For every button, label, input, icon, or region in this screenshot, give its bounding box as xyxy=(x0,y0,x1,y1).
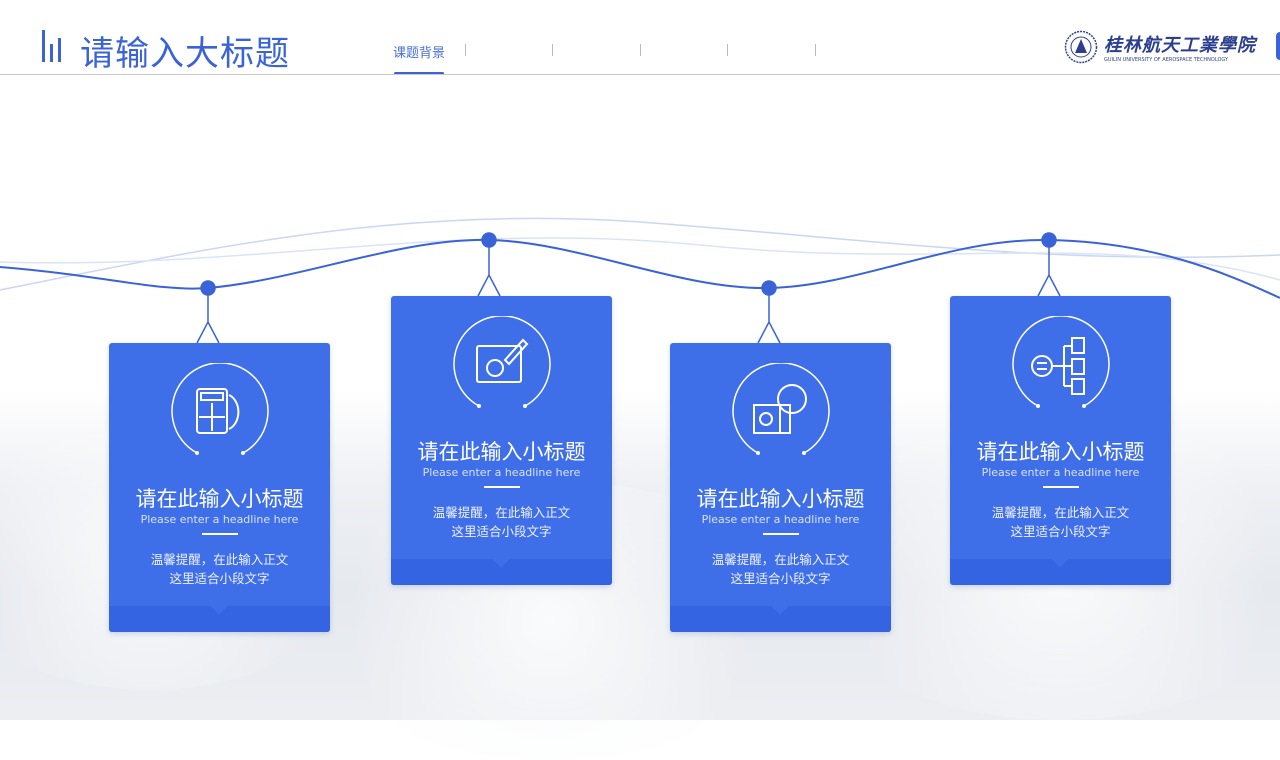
card-title: 请在此输入小标题 xyxy=(417,440,586,464)
nav-separator xyxy=(815,44,816,56)
nav-separator xyxy=(640,44,641,56)
card-3: 请在此输入小标题 Please enter a headline here 温馨… xyxy=(670,343,891,632)
card-text-line: 温馨提醒，在此输入正文 xyxy=(991,505,1130,520)
pin-dot xyxy=(200,280,216,296)
card-divider xyxy=(1043,486,1079,488)
nav-separator xyxy=(465,44,466,56)
document-hierarchy-icon xyxy=(1012,316,1110,408)
page-title: 请输入大标题 xyxy=(80,34,290,74)
logo-name-en: GUILIN UNIVERSITY OF AEROSPACE TECHNOLOG… xyxy=(1104,57,1229,63)
card-title: 请在此输入小标题 xyxy=(135,487,304,511)
card-subtitle: Please enter a headline here xyxy=(701,513,860,526)
card-subtitle: Please enter a headline here xyxy=(981,466,1140,479)
pin-dot xyxy=(481,232,497,248)
book-globe-icon xyxy=(732,363,830,455)
logo-name-cn: 桂林航天工業學院 xyxy=(1104,35,1256,56)
edge-marker xyxy=(1276,32,1280,60)
nav-active-indicator xyxy=(394,72,444,75)
card-text-line: 温馨提醒，在此输入正文 xyxy=(150,552,289,567)
nav-tab-background[interactable]: 课题背景 xyxy=(393,46,446,61)
header-divider xyxy=(0,74,1280,75)
card-subtitle: Please enter a headline here xyxy=(140,513,299,526)
card-1: 请在此输入小标题 Please enter a headline here 温馨… xyxy=(109,343,330,632)
university-seal-icon xyxy=(1064,30,1098,64)
nav-separator xyxy=(552,44,553,56)
card-2: 请在此输入小标题 Please enter a headline here 温馨… xyxy=(391,296,612,585)
card-text-line: 这里适合小段文字 xyxy=(1010,524,1111,539)
calculator-icon xyxy=(171,363,269,455)
card-text-line: 这里适合小段文字 xyxy=(169,571,270,586)
card-text-line: 这里适合小段文字 xyxy=(451,524,552,539)
card-title: 请在此输入小标题 xyxy=(696,487,865,511)
card-divider xyxy=(763,533,799,535)
card-divider xyxy=(484,486,520,488)
card-4: 请在此输入小标题 Please enter a headline here 温馨… xyxy=(950,296,1171,585)
card-divider xyxy=(202,533,238,535)
blueprint-gear-pencil-icon xyxy=(453,316,551,408)
card-text-line: 温馨提醒，在此输入正文 xyxy=(432,505,571,520)
wave-lines xyxy=(0,217,1280,344)
pin-dot xyxy=(1041,232,1057,248)
card-subtitle: Please enter a headline here xyxy=(422,466,581,479)
card-title: 请在此输入小标题 xyxy=(976,440,1145,464)
nav-separator xyxy=(727,44,728,56)
pin-dot xyxy=(761,280,777,296)
card-text-line: 温馨提醒，在此输入正文 xyxy=(711,552,850,567)
card-text-line: 这里适合小段文字 xyxy=(730,571,831,586)
bar-chart-logo-icon xyxy=(42,30,61,62)
